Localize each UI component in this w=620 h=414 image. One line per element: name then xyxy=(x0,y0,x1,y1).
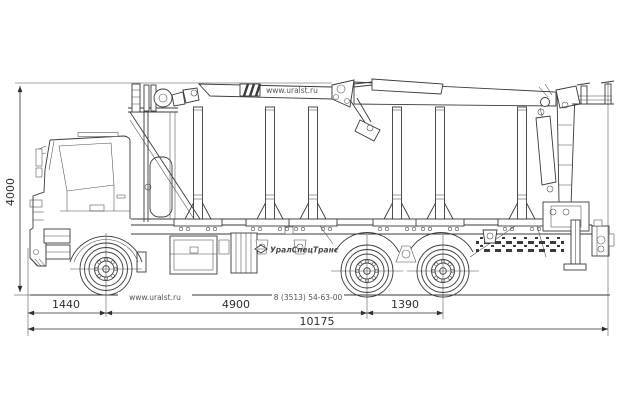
dimension-bottom-row: 1440 4900 1390 10175 xyxy=(27,82,609,336)
dim-overall-height-label: 4000 xyxy=(4,178,17,206)
dim-wheelbase-label: 4900 xyxy=(222,298,250,311)
dim-bogie-spread-label: 1390 xyxy=(391,298,419,311)
dimension-overall-height: 4000 xyxy=(4,82,332,296)
crane-column xyxy=(535,80,615,232)
logo-diamond-icon xyxy=(254,244,268,254)
truck-cab xyxy=(29,132,131,267)
crane-boom: www.uralst.ru xyxy=(197,78,557,142)
phone-watermark: 8 (3513) 54-63-00 xyxy=(274,293,343,302)
ground-site-watermark: www.uralst.ru xyxy=(129,293,181,302)
underframe-equipment xyxy=(136,232,307,275)
dim-front-axle-offset-label: 1440 xyxy=(52,298,80,311)
behind-cab-equipment xyxy=(128,107,201,222)
boom-site-watermark: www.uralst.ru xyxy=(266,86,318,95)
rear-equipment xyxy=(476,219,615,271)
manufacturer-logo: УралСпецТранс xyxy=(254,244,339,255)
tail-unit xyxy=(591,219,615,257)
dim-overall-length-label: 10175 xyxy=(300,315,335,328)
grapple-folded xyxy=(131,83,200,113)
truck-drawing: www.uralst.ru xyxy=(29,78,615,320)
logo-text: УралСпецТранс xyxy=(270,246,339,255)
frame-detail-texture xyxy=(476,236,564,252)
outrigger-leg xyxy=(563,219,587,271)
manufacturer-emblem-icon xyxy=(239,83,262,97)
mirror-icon xyxy=(35,145,47,178)
watermarks: www.uralst.ru 8 (3513) 54-63-00 xyxy=(118,292,344,302)
